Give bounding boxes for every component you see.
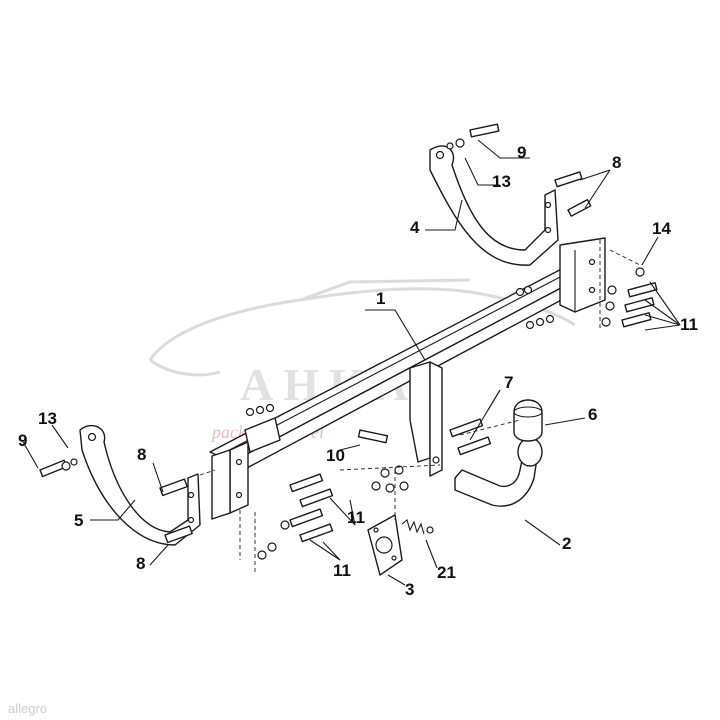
right-beam-plate bbox=[559, 237, 606, 313]
hardware-bolts bbox=[39, 123, 658, 560]
part-3-socket-plate bbox=[367, 514, 403, 576]
assembly-guide-lines bbox=[199, 240, 641, 575]
label-part-7: 7 bbox=[504, 373, 513, 392]
label-part-1: 1 bbox=[376, 289, 385, 308]
center-bracket bbox=[244, 361, 443, 477]
left-beam-plate bbox=[211, 441, 249, 520]
label-part-8-left-top: 8 bbox=[137, 445, 146, 464]
label-part-2: 2 bbox=[562, 534, 571, 553]
label-part-14: 14 bbox=[652, 219, 671, 238]
label-part-11-right: 11 bbox=[680, 315, 698, 334]
label-part-6: 6 bbox=[588, 405, 597, 424]
label-part-3: 3 bbox=[405, 580, 414, 599]
label-part-4: 4 bbox=[410, 218, 420, 237]
label-part-8-left-bottom: 8 bbox=[136, 554, 145, 573]
label-part-13-left: 13 bbox=[38, 409, 57, 428]
part-2-tow-ball-neck bbox=[454, 437, 543, 507]
label-part-11-left-upper: 11 bbox=[347, 508, 365, 527]
part-6-tow-ball bbox=[513, 399, 543, 442]
label-part-21: 21 bbox=[437, 563, 456, 582]
part-21-spring bbox=[401, 519, 434, 535]
label-part-9-right: 9 bbox=[517, 143, 526, 162]
label-part-8-right: 8 bbox=[612, 153, 621, 172]
leader-lines bbox=[21, 139, 681, 586]
label-part-10: 10 bbox=[326, 446, 345, 465]
label-part-9-left: 9 bbox=[18, 431, 27, 450]
part-labels: 1 2 3 4 5 6 7 8 8 8 9 9 10 11 11 11 13 1… bbox=[18, 143, 698, 599]
label-part-13-right: 13 bbox=[492, 172, 511, 191]
label-part-11-left-lower: 11 bbox=[333, 561, 351, 580]
site-watermark: allegro bbox=[8, 701, 48, 716]
label-part-5: 5 bbox=[74, 511, 83, 530]
part-4-right-arm bbox=[429, 145, 559, 266]
